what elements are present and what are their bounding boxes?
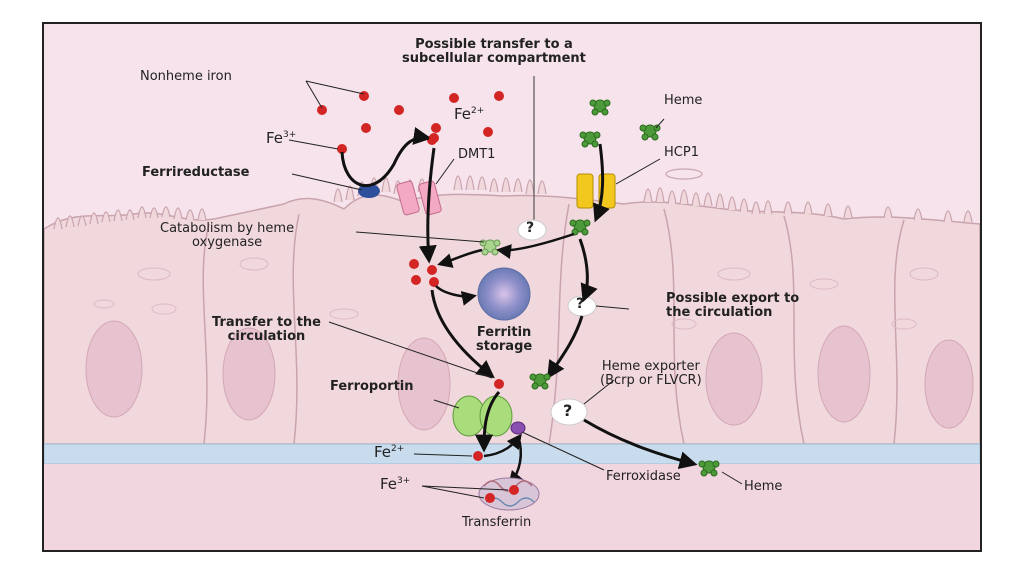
fe2-blood-pointer — [413, 453, 473, 457]
cytoplasm-texture — [93, 257, 939, 330]
fe2-blood-dot — [473, 451, 483, 461]
fe3-blood-pointer — [421, 485, 485, 499]
question-mark-2: ? — [576, 296, 585, 312]
heme-intracellular — [569, 219, 591, 236]
question-mark-1: ? — [526, 220, 535, 236]
ferroportin-label: Ferroportin — [330, 379, 414, 394]
diagram-frame: Possible transfer to a subcellular compa… — [42, 22, 982, 552]
hcp1-pointer — [615, 158, 661, 185]
reduction-arrow — [340, 127, 432, 188]
ferroportin-export-arrow — [475, 391, 501, 453]
dmt1-label: DMT1 — [458, 147, 496, 162]
heme-near-exporter — [529, 373, 551, 390]
transfer-circulation-label: Transfer to the circulation — [212, 315, 321, 345]
ferrireductase-enzyme — [358, 184, 380, 198]
question-mark-3: ? — [563, 401, 573, 420]
ferroportin-pointer — [433, 399, 460, 409]
fe2-top-label: Fe2+ — [454, 105, 485, 123]
hcp1-import-arrow — [592, 143, 610, 223]
transferrin-molecule — [478, 477, 540, 511]
nonheme-pointer — [305, 80, 323, 109]
cell-nuclei — [85, 320, 974, 431]
dmt1-import-arrow — [418, 147, 437, 264]
heme-exporter-label: Heme exporter (Bcrp or FLVCR) — [600, 359, 702, 389]
possible-export-label: Possible export to the circulation — [666, 291, 800, 321]
fe2-bottom-label: Fe2+ — [374, 443, 405, 461]
fe3-blood-pointer-2 — [421, 485, 509, 491]
heme-exit-arrow — [583, 418, 698, 469]
exporter-pointer — [583, 379, 615, 405]
iron-to-ferroportin-arrow — [430, 289, 495, 379]
dmt1-pointer — [435, 158, 455, 185]
heme-pointer — [655, 118, 665, 129]
compartment-label: Possible transfer to a subcellular compa… — [402, 37, 586, 67]
catabolism-label: Catabolism by heme oxygenase — [160, 221, 295, 251]
ferritin-label: Ferritin storage — [476, 325, 533, 355]
ferrireductase-pointer — [291, 173, 363, 191]
ferroxidase-pointer — [521, 431, 605, 471]
iron-absorption-illustration — [44, 24, 980, 550]
transfer-pointer — [328, 321, 493, 379]
fe2-dot — [429, 133, 439, 143]
iron-to-ferritin-arrow — [435, 285, 477, 306]
ferrireductase-label: Ferrireductase — [142, 165, 250, 180]
heme-blood-pointer — [721, 471, 743, 485]
heme-in-blood — [698, 460, 720, 477]
heme-catabolized — [479, 239, 501, 256]
heme-export-down-arrow — [547, 315, 584, 380]
transferrin-label: Transferrin — [462, 515, 532, 530]
nonheme-iron-label: Nonheme iron — [140, 69, 232, 84]
basolateral-membrane — [44, 443, 980, 465]
possible-export-pointer — [595, 305, 630, 310]
unknown-step-1 — [517, 219, 547, 241]
ferritin-sphere — [477, 267, 531, 321]
catabolism-pointer — [355, 231, 485, 243]
heme-top-label: Heme — [664, 93, 703, 108]
heme-molecules-lumen — [579, 99, 661, 148]
heme-bottom-label: Heme — [744, 479, 783, 494]
catabolism-to-iron-arrow — [437, 248, 483, 268]
unknown-step-3 — [550, 398, 588, 426]
hcp1-label: HCP1 — [664, 145, 699, 160]
fe3-bottom-label: Fe3+ — [380, 475, 411, 493]
fe3-pointer — [288, 139, 339, 150]
microvilli — [53, 175, 973, 230]
nonheme-pointer-2 — [305, 80, 365, 95]
heme-to-export-arrow — [578, 238, 598, 303]
fe3-top-label: Fe3+ — [266, 129, 297, 147]
intracellular-iron-pool — [409, 259, 439, 287]
vesicle — [665, 168, 703, 180]
iron-at-ferroportin — [494, 379, 504, 389]
ferroxidase-label: Ferroxidase — [606, 469, 681, 484]
heme-to-catabolism-arrow — [496, 232, 575, 260]
ferroportin-transporter — [452, 395, 513, 437]
